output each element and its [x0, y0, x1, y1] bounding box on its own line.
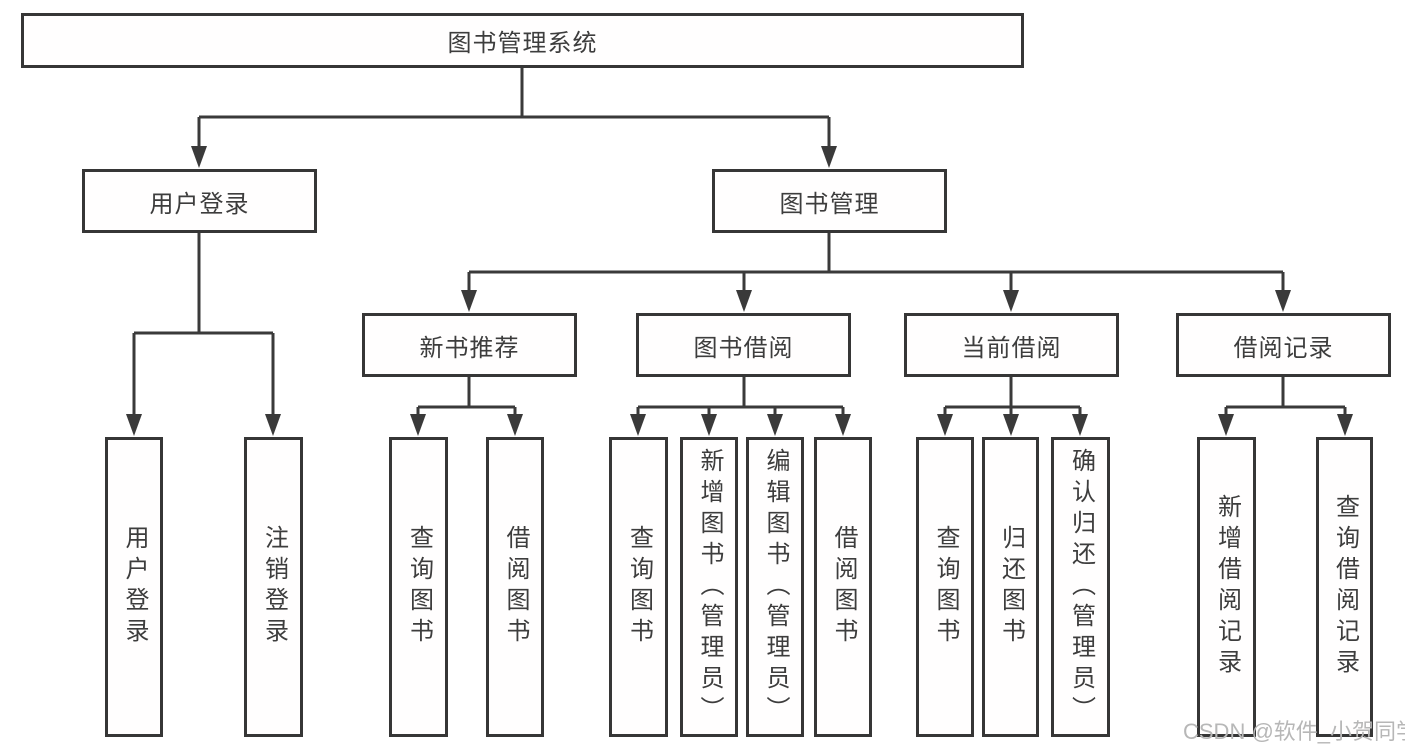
node-current-borrow-label: 当前借阅 [961, 334, 1062, 362]
node-root-label: 图书管理系统 [447, 30, 598, 57]
leaf-add-books-admin-label: 新增图书（管理员） [696, 447, 723, 727]
leaf-query-books-1-label: 查询图书 [405, 525, 433, 649]
leaf-query-books-2-label: 查询图书 [625, 525, 653, 649]
node-current-borrow: 当前借阅 [904, 313, 1119, 377]
leaf-edit-books-admin-label: 编辑图书（管理员） [762, 447, 789, 727]
node-new-book-recommend: 新书推荐 [362, 313, 577, 377]
leaf-borrow-books-1: 借阅图书 [486, 437, 544, 737]
leaf-query-books-3-label: 查询图书 [932, 525, 959, 649]
leaf-return-books: 归还图书 [982, 437, 1039, 737]
node-user-login-label: 用户登录 [149, 190, 250, 218]
node-book-management: 图书管理 [712, 169, 947, 233]
leaf-query-borrow-record-label: 查询借阅记录 [1331, 494, 1359, 680]
node-user-login: 用户登录 [82, 169, 317, 233]
leaf-user-login-label: 用户登录 [121, 525, 148, 649]
leaf-edit-books-admin: 编辑图书（管理员） [746, 437, 804, 737]
node-book-management-label: 图书管理 [779, 190, 880, 218]
leaf-add-borrow-record-label: 新增借阅记录 [1213, 494, 1241, 680]
leaf-query-books-2: 查询图书 [609, 437, 668, 737]
node-book-borrow: 图书借阅 [636, 313, 851, 377]
leaf-logout: 注销登录 [244, 437, 303, 737]
leaf-borrow-books-1-label: 借阅图书 [502, 525, 529, 649]
leaf-query-books-3: 查询图书 [916, 437, 974, 737]
leaf-add-borrow-record: 新增借阅记录 [1197, 437, 1256, 737]
leaf-query-books-1: 查询图书 [389, 437, 448, 737]
leaf-logout-label: 注销登录 [260, 525, 288, 649]
node-root: 图书管理系统 [21, 13, 1024, 68]
csdn-watermark: CSDN @软件_小贺同学 [1183, 719, 1405, 744]
node-borrow-records-label: 借阅记录 [1233, 334, 1334, 362]
node-borrow-records: 借阅记录 [1176, 313, 1391, 377]
leaf-confirm-return-admin: 确认归还（管理员） [1051, 437, 1110, 737]
leaf-return-books-label: 归还图书 [997, 525, 1025, 649]
leaf-query-borrow-record: 查询借阅记录 [1316, 437, 1373, 737]
leaf-borrow-books-2: 借阅图书 [814, 437, 872, 737]
node-book-borrow-label: 图书借阅 [693, 334, 794, 362]
leaf-borrow-books-2-label: 借阅图书 [830, 525, 857, 649]
leaf-confirm-return-admin-label: 确认归还（管理员） [1067, 447, 1095, 727]
node-new-book-recommend-label: 新书推荐 [419, 334, 520, 362]
leaf-user-login: 用户登录 [105, 437, 163, 737]
leaf-add-books-admin: 新增图书（管理员） [680, 437, 738, 737]
